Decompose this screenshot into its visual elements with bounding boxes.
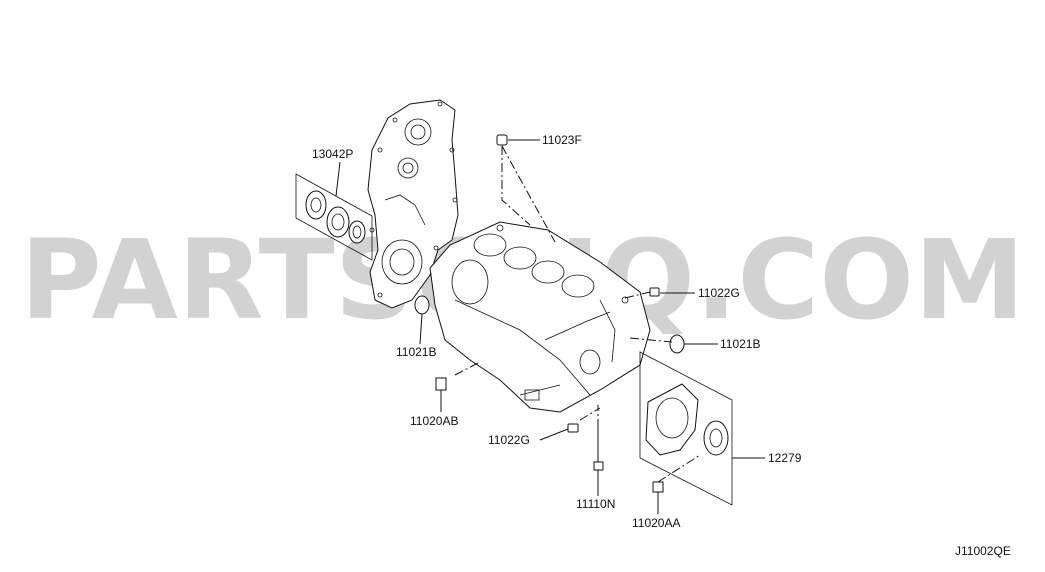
label-11020AA: 11020AA: [632, 516, 681, 530]
plug-11021B-left: [414, 295, 430, 315]
label-11023F: 11023F: [542, 133, 582, 147]
label-11021B-right: 11021B: [720, 337, 760, 351]
label-11022G-top: 11022G: [698, 286, 740, 300]
plug-11022G-top: [649, 287, 660, 297]
seal-group-13042P: [295, 173, 373, 261]
label-11021B-left: 11021B: [396, 345, 436, 359]
cylinder-block: [429, 221, 651, 413]
bolt-11020AA: [652, 481, 664, 493]
leader-lines: [335, 139, 765, 514]
part-labels: 13042P 11023F 11022G 11021B 11021B 11020…: [312, 133, 1011, 558]
label-11110N: 11110N: [576, 497, 615, 511]
label-11022G-bottom: 11022G: [488, 433, 530, 447]
plug-11021B-right: [669, 334, 685, 354]
plug-11023F: [496, 134, 508, 146]
pin-11022G-bottom: [567, 423, 579, 433]
diagram-code: J11002QE: [955, 544, 1011, 558]
label-13042P: 13042P: [312, 147, 353, 161]
label-12279: 12279: [768, 451, 802, 465]
label-11020AB: 11020AB: [410, 414, 459, 428]
bolt-11020AB: [435, 377, 447, 391]
alignment-lines: [454, 145, 701, 483]
rear-seal-group-12279: [639, 351, 733, 506]
timing-cover: [367, 99, 459, 309]
bolt-11110N: [593, 428, 604, 471]
